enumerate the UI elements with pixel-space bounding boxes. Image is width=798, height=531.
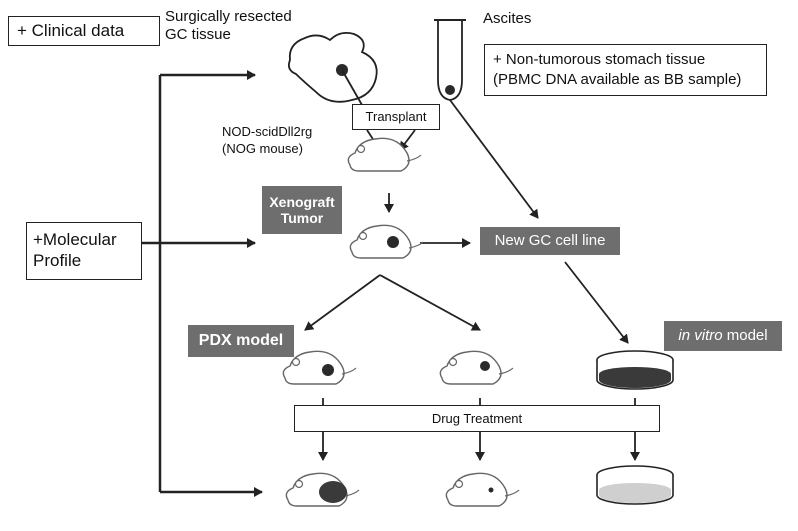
transplant-box: Transplant xyxy=(352,104,440,130)
to-pdx-arrow-right xyxy=(379,274,481,331)
test-tube-icon xyxy=(434,19,466,101)
to-pdx-arrow-left xyxy=(304,274,381,331)
ascites-arrow xyxy=(449,99,539,219)
mouse-icon-pdx-right xyxy=(439,350,514,385)
new-gc-cell-line-label: New GC cell line xyxy=(480,227,620,255)
mouse-icon-nog xyxy=(347,137,422,172)
petri-dish-icon-top xyxy=(596,350,674,390)
non-tumorous-tissue-box: + Non-tumorous stomach tissue (PBMC DNA … xyxy=(484,44,767,96)
petri-dish-icon-bottom xyxy=(596,465,674,505)
clinical-data-box: + Clinical data xyxy=(8,16,160,46)
mouse-icon-treated-small-tumor xyxy=(445,472,520,507)
to-in-vitro-arrow xyxy=(564,261,629,344)
nog-mouse-label: NOD-scidDll2rg (NOG mouse) xyxy=(222,124,313,156)
mouse-icon-xenograft xyxy=(349,224,424,259)
surgically-resected-label: Surgically resected GC tissue xyxy=(165,8,292,43)
pdx-model-label: PDX model xyxy=(188,325,294,357)
mouse-icon-treated-large-tumor xyxy=(285,472,360,507)
in-vitro-italic-text: in vitro xyxy=(678,327,723,345)
in-vitro-model-label: in vitro model xyxy=(664,321,782,351)
branch-lines xyxy=(141,70,263,497)
mouse-icon-pdx-left xyxy=(282,350,357,385)
ascites-label: Ascites xyxy=(483,10,532,27)
xenograft-tumor-label: Xenograft Tumor xyxy=(262,186,342,234)
drug-treatment-box: Drug Treatment xyxy=(294,405,660,432)
stomach-icon xyxy=(287,31,378,106)
molecular-profile-box: +Molecular Profile xyxy=(26,222,142,280)
drug-treatment-arrows xyxy=(318,398,640,461)
in-vitro-model-text: model xyxy=(722,327,768,345)
